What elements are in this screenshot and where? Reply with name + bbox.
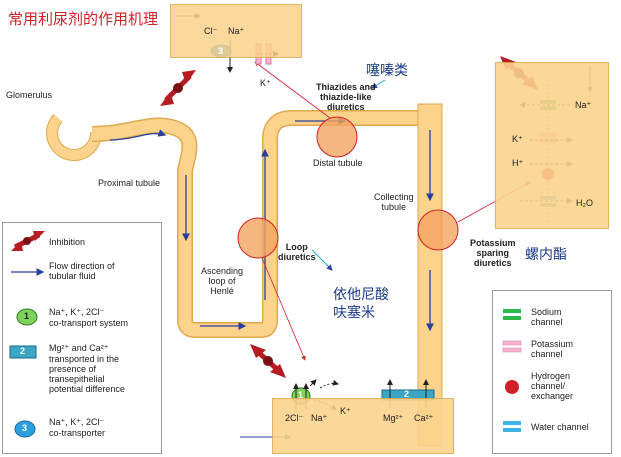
legend-flow-arrow-icon	[11, 268, 45, 276]
legend-inhibition-text: Inhibition	[49, 237, 86, 247]
bottom-mg-label: Mg²⁺	[383, 413, 404, 423]
legend-badge-2-num: 2	[20, 346, 26, 356]
cn-pointer-lines	[311, 79, 386, 271]
right-k-label: K⁺	[512, 134, 523, 144]
page-title: 常用利尿剂的作用机理	[8, 10, 159, 28]
bottom-ca-label: Ca²⁺	[414, 413, 434, 423]
legend-hydrogen-icon	[505, 380, 519, 394]
bottom-k-label: K⁺	[340, 406, 351, 416]
bottom-na-label: Na⁺	[311, 413, 328, 423]
bottom-panel	[272, 398, 454, 454]
right-panel	[495, 62, 609, 229]
legend-badge-2-icon	[9, 345, 37, 359]
top-na-label: Na⁺	[228, 26, 245, 36]
thiazides-label: Thiazides and thiazide-like diuretics	[316, 82, 376, 112]
legend-potassium-icon	[502, 340, 522, 353]
tubule-path	[91, 110, 438, 440]
legend-hydrogen-text: Hydrogen channel/ exchanger	[531, 371, 574, 401]
legend-flow-text: Flow direction of tubular fluid	[49, 261, 115, 281]
legend-badge-1-num: 1	[24, 311, 30, 321]
legend-right: Sodium channel Potassium channel Hydroge…	[492, 290, 612, 454]
loop-target-circle	[237, 217, 279, 259]
distal-target-circle	[316, 116, 358, 158]
legend-sodium-icon	[503, 309, 521, 320]
legend-sodium-text: Sodium channel	[531, 307, 563, 327]
legend-badge-3-num: 3	[22, 423, 28, 433]
loop-cn-label: 依他尼酸 呋塞米	[333, 287, 389, 321]
bottom-cl-label: 2Cl⁻	[285, 413, 304, 423]
thiazide-cn-label: 噻嗪类	[366, 63, 408, 79]
legend-badge-3-text: Na⁺, K⁺, 2Cl⁻ co-transporter	[49, 417, 106, 438]
distal-tubule-label: Distal tubule	[313, 158, 363, 168]
legend-potassium-text: Potassium channel	[531, 339, 574, 359]
loop-diuretics-label: Loop diuretics	[278, 242, 316, 262]
bottom-badge-1: 1	[298, 390, 304, 400]
legend-badge-1-text: Na⁺, K⁺, 2Cl⁻ co-transport system	[49, 307, 129, 328]
inhibition-icon-top	[160, 70, 196, 106]
bottom-badge-2: 2	[404, 389, 410, 399]
top-cl-label: Cl⁻	[204, 26, 218, 36]
collecting-tubule-label: Collecting tubule	[374, 192, 414, 212]
right-na-label: Na⁺	[575, 100, 592, 110]
legend-badge-1-icon	[16, 308, 38, 326]
legend-left: Inhibition Flow direction of tubular flu…	[2, 222, 162, 454]
glomerulus-shape	[46, 113, 102, 162]
right-h2o-label: H₂O	[576, 198, 593, 208]
spironolactone-cn-label: 螺内酯	[525, 247, 567, 263]
potassium-sparing-label: Potassium sparing diuretics	[470, 238, 516, 268]
top-badge-3: 3	[218, 46, 224, 56]
top-panel	[170, 4, 302, 58]
inhibition-icon-bottom	[250, 344, 286, 378]
legend-badge-2-text: Mg²⁺ and Ca²⁺ transported in the presenc…	[49, 343, 125, 394]
legend-water-icon	[503, 421, 521, 432]
ascending-loop-label: Ascending loop of Henlé	[201, 266, 244, 296]
legend-badge-3-icon	[14, 420, 36, 438]
top-k-label: K⁺	[260, 78, 271, 88]
glomerulus-label: Glomerulus	[6, 90, 53, 100]
right-h-label: H⁺	[512, 158, 524, 168]
legend-water-text: Water channel	[531, 422, 589, 432]
collecting-target-circle	[417, 209, 459, 251]
legend-inhibition-icon	[11, 231, 45, 251]
proximal-tubule-label: Proximal tubule	[98, 178, 161, 188]
